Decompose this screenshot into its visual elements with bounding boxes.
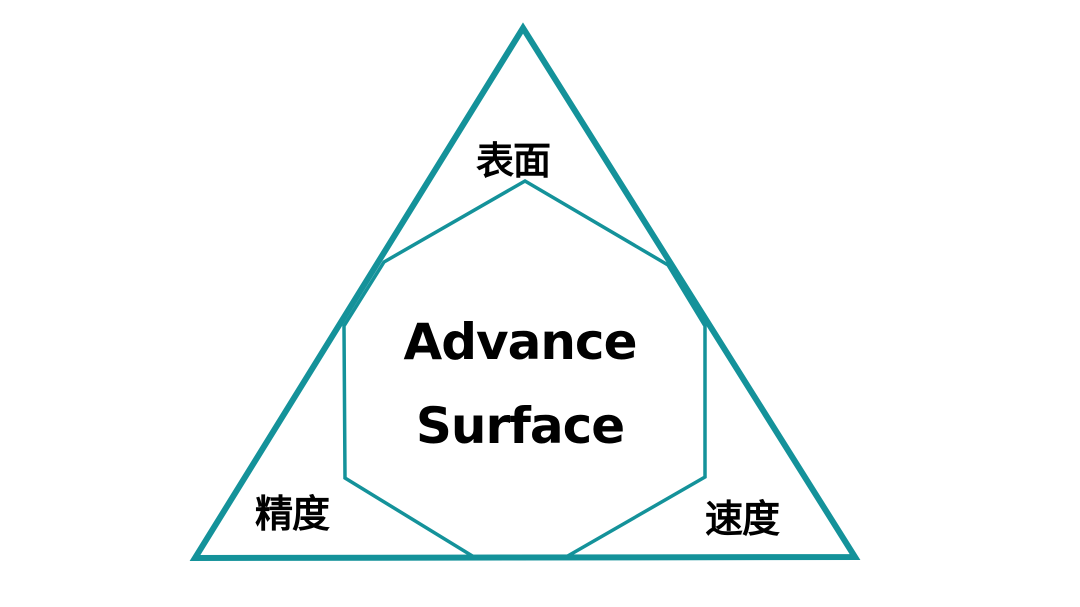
inner-hexagon — [342, 178, 707, 559]
corner-label-bottom-right: 速度 — [705, 497, 780, 541]
outer-triangle — [189, 22, 861, 562]
center-label-line2: Surface — [415, 397, 625, 455]
corner-label-bottom-left: 精度 — [255, 492, 330, 536]
center-label: Advance Surface — [370, 300, 670, 468]
center-label-line1: Advance — [403, 313, 638, 371]
corner-label-top: 表面 — [476, 139, 551, 183]
